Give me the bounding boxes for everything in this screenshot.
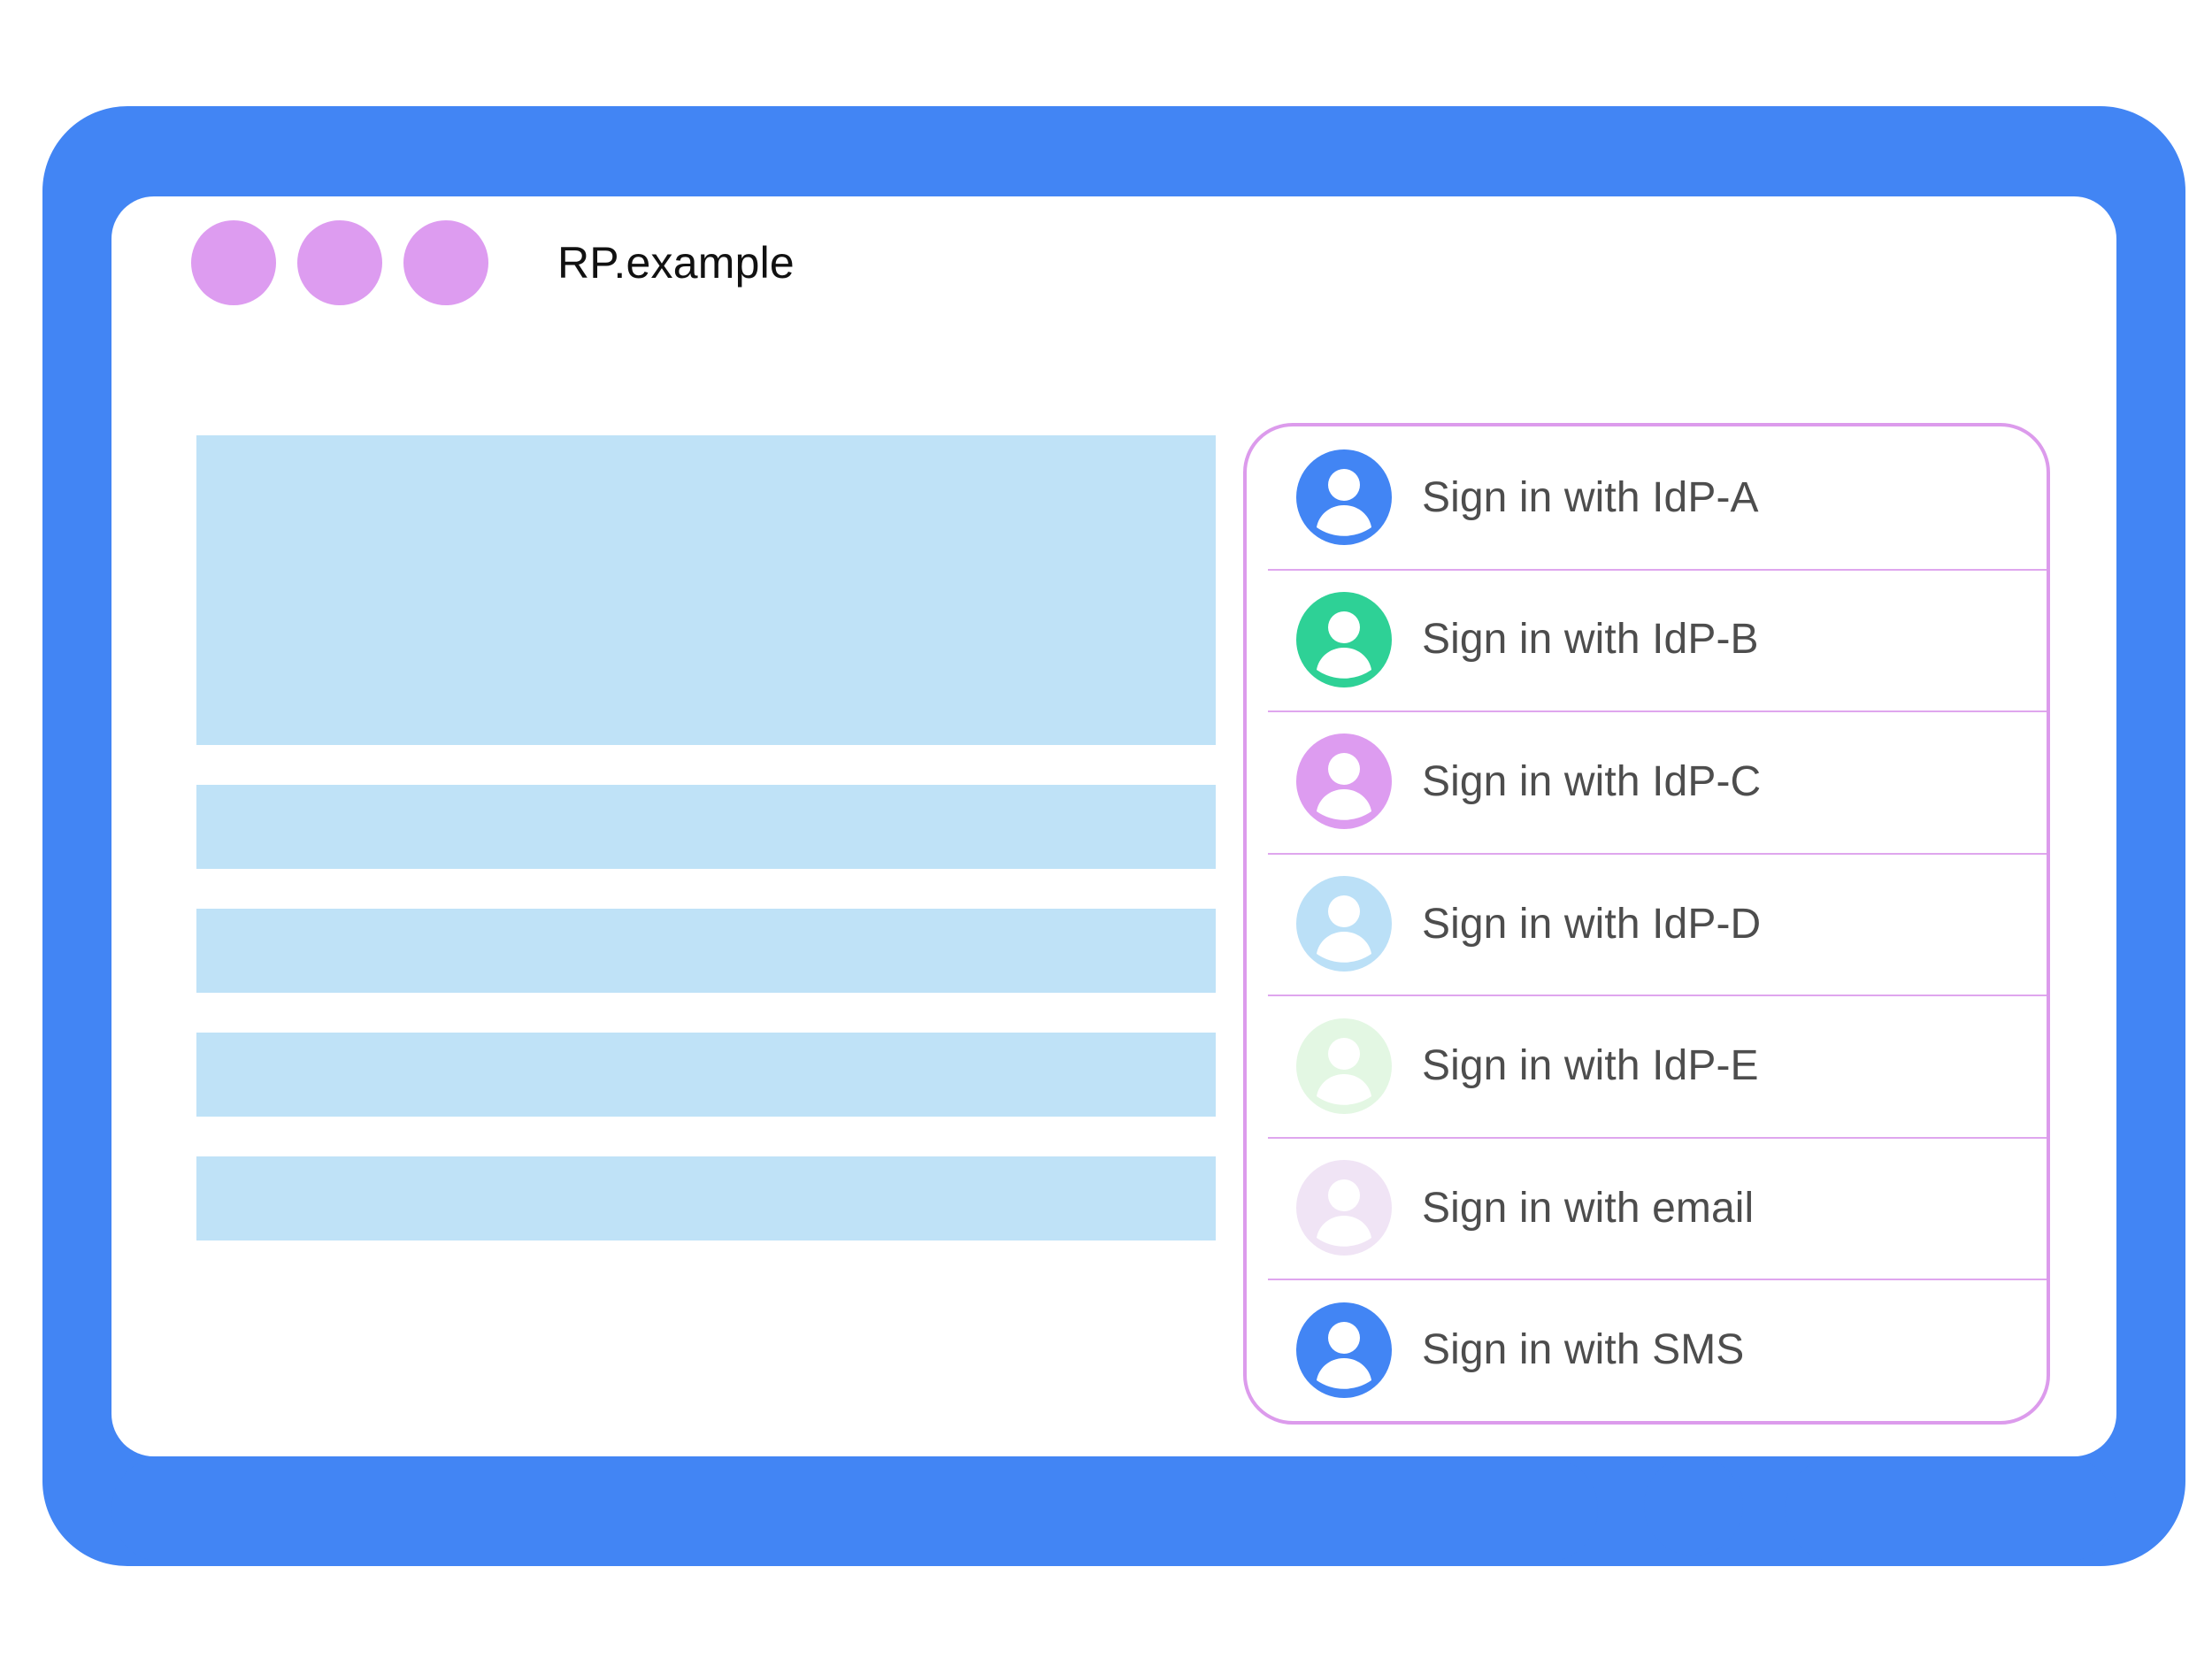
home-button[interactable] [1644, 1456, 1743, 1555]
person-avatar-icon [1296, 876, 1392, 972]
account-list: Sign in with IdP-A Sign in with IdP-B Sign… [1247, 426, 2047, 1421]
window-control-maximize-icon[interactable] [403, 220, 488, 305]
text-placeholder-1 [196, 785, 1216, 869]
text-placeholder-4 [196, 1156, 1216, 1240]
account-label: Sign in with IdP-E [1422, 1042, 1759, 1090]
account-chooser-card: Sign in with IdP-A Sign in with IdP-B Sign… [1243, 423, 2050, 1425]
account-row[interactable]: Sign in with SMS [1247, 1279, 2047, 1421]
person-avatar-icon [1296, 449, 1392, 546]
person-avatar-icon [1296, 733, 1392, 830]
person-avatar-icon [1296, 1160, 1392, 1256]
page-content-placeholders [196, 435, 1216, 1280]
account-label: Sign in with email [1422, 1184, 1755, 1232]
text-placeholder-2 [196, 909, 1216, 993]
account-row[interactable]: Sign in with email [1247, 1136, 2047, 1279]
account-row[interactable]: Sign in with IdP-D [1247, 852, 2047, 995]
window-control-minimize-icon[interactable] [297, 220, 382, 305]
person-avatar-icon [1296, 591, 1392, 687]
text-placeholder-3 [196, 1033, 1216, 1117]
browser-titlebar: RP.example [111, 196, 2032, 329]
hero-placeholder [196, 435, 1216, 745]
account-label: Sign in with SMS [1422, 1326, 1745, 1374]
person-avatar-icon [1296, 1018, 1392, 1114]
account-label: Sign in with IdP-A [1422, 473, 1759, 521]
bezel-bar-left [111, 1456, 1598, 1563]
account-row[interactable]: Sign in with IdP-B [1247, 568, 2047, 711]
account-label: Sign in with IdP-D [1422, 900, 1762, 948]
bezel-bar-right [1786, 1456, 2116, 1563]
account-row[interactable]: Sign in with IdP-A [1247, 426, 2047, 569]
window-control-close-icon[interactable] [191, 220, 276, 305]
person-avatar-icon [1296, 1302, 1392, 1398]
window-controls [191, 220, 488, 305]
account-label: Sign in with IdP-C [1422, 757, 1762, 805]
account-row[interactable]: Sign in with IdP-E [1247, 995, 2047, 1137]
account-label: Sign in with IdP-B [1422, 616, 1759, 664]
page-title: RP.example [557, 238, 795, 288]
account-row[interactable]: Sign in with IdP-C [1247, 710, 2047, 853]
